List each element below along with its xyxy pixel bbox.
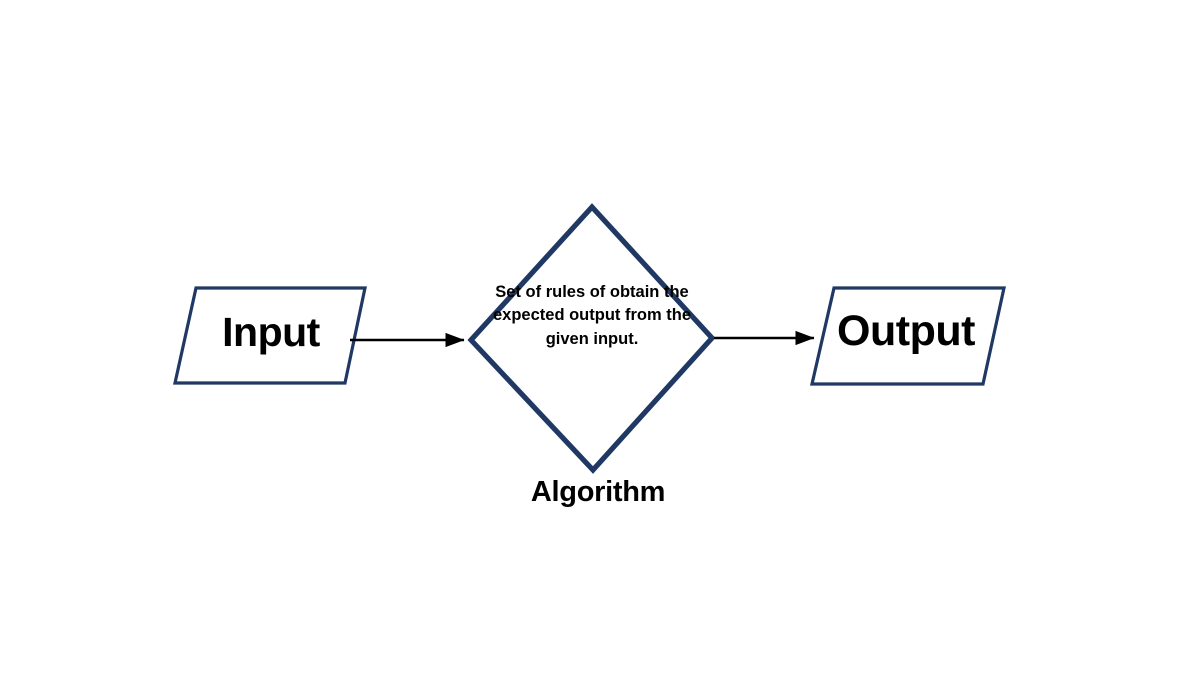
algorithm-caption: Algorithm [530, 476, 666, 508]
output-node-label: Output [837, 307, 975, 355]
algorithm-node-text: Set of rules of obtain the expected outp… [492, 283, 691, 348]
output-shape[interactable] [809, 286, 1006, 386]
input-shape[interactable] [173, 286, 367, 385]
input-node-label: Input [222, 309, 320, 355]
algorithm-shape[interactable] [467, 203, 716, 474]
